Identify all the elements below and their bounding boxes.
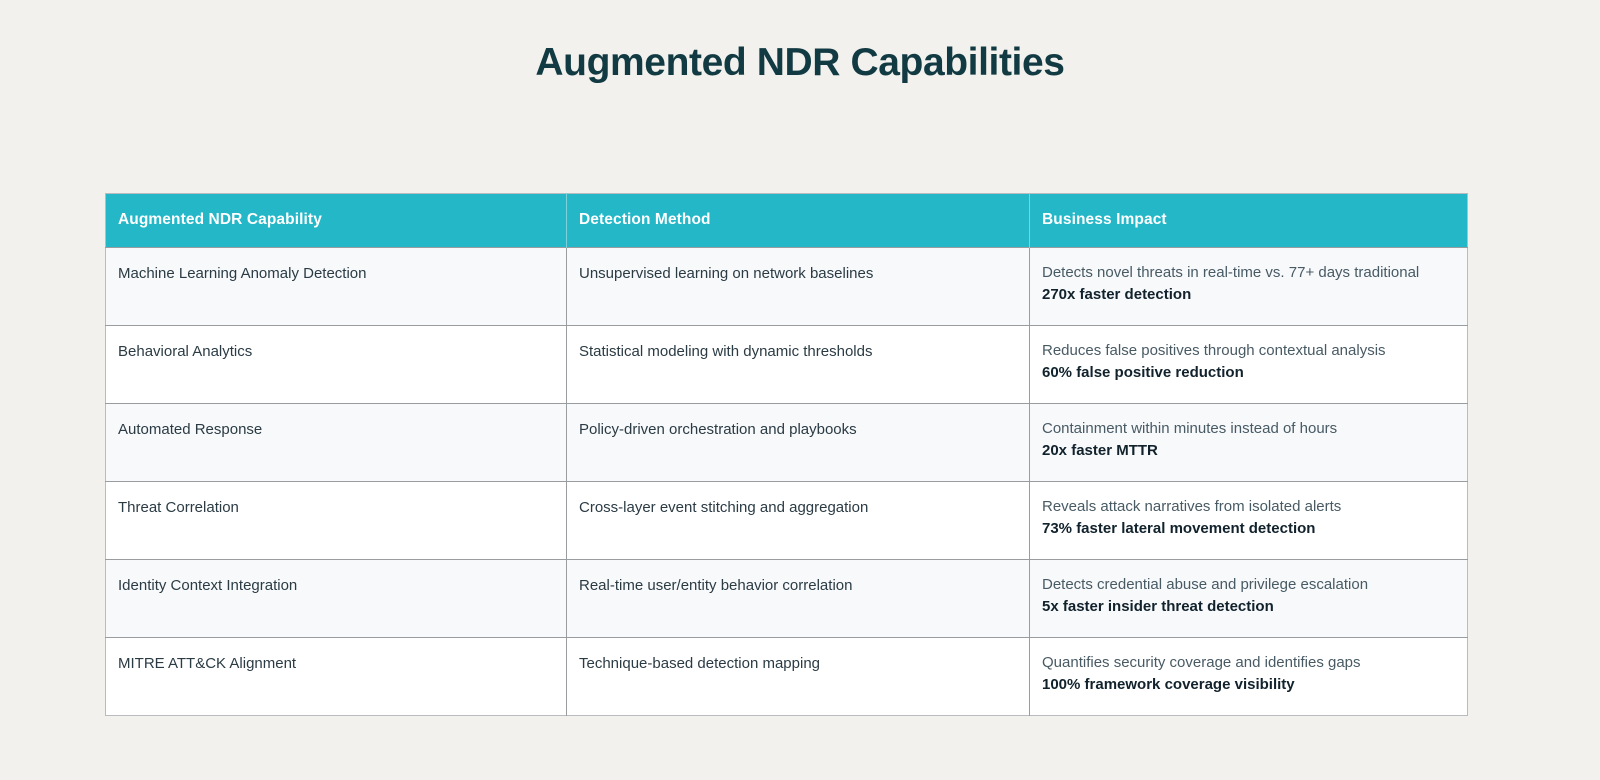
table-row: Identity Context Integration Real-time u… [105,559,1468,638]
impact-metric: 5x faster insider threat detection [1042,598,1274,616]
cell-capability: Identity Context Integration [105,559,567,638]
impact-description: Reduces false positives through contextu… [1042,342,1386,359]
impact-metric: 270x faster detection [1042,286,1192,304]
impact-metric: 73% faster lateral movement detection [1042,520,1316,538]
cell-detection-method: Statistical modeling with dynamic thresh… [566,325,1030,404]
cell-capability: MITRE ATT&CK Alignment [105,637,567,716]
cell-detection-method: Cross-layer event stitching and aggregat… [566,481,1030,560]
impact-description: Containment within minutes instead of ho… [1042,420,1338,437]
capabilities-table-container: Augmented NDR Capability Detection Metho… [105,193,1468,716]
cell-business-impact: Containment within minutes instead of ho… [1029,403,1468,482]
impact-description: Quantifies security coverage and identif… [1042,654,1361,671]
table-header: Augmented NDR Capability Detection Metho… [105,193,1468,248]
impact-metric: 60% false positive reduction [1042,364,1244,382]
cell-capability: Machine Learning Anomaly Detection [105,247,567,326]
table-row: Machine Learning Anomaly Detection Unsup… [105,247,1468,326]
page-title: Augmented NDR Capabilities [535,41,1065,84]
table-row: Automated Response Policy-driven orchest… [105,403,1468,482]
impact-description: Reveals attack narratives from isolated … [1042,498,1342,515]
impact-metric: 20x faster MTTR [1042,442,1158,460]
cell-business-impact: Detects credential abuse and privilege e… [1029,559,1468,638]
table-row: Threat Correlation Cross-layer event sti… [105,481,1468,560]
cell-business-impact: Reveals attack narratives from isolated … [1029,481,1468,560]
table-row: MITRE ATT&CK Alignment Technique-based d… [105,637,1468,716]
impact-description: Detects novel threats in real-time vs. 7… [1042,264,1420,281]
column-header-detection-method: Detection Method [566,193,1030,248]
impact-description: Detects credential abuse and privilege e… [1042,576,1369,593]
cell-business-impact: Reduces false positives through contextu… [1029,325,1468,404]
cell-detection-method: Technique-based detection mapping [566,637,1030,716]
impact-metric: 100% framework coverage visibility [1042,676,1295,694]
cell-capability: Behavioral Analytics [105,325,567,404]
cell-detection-method: Real-time user/entity behavior correlati… [566,559,1030,638]
column-header-capability: Augmented NDR Capability [105,193,567,248]
augmented-ndr-capabilities-table: Augmented NDR Capability Detection Metho… [105,193,1468,716]
column-header-business-impact: Business Impact [1029,193,1468,248]
table-body: Machine Learning Anomaly Detection Unsup… [105,247,1468,716]
cell-capability: Automated Response [105,403,567,482]
cell-capability: Threat Correlation [105,481,567,560]
table-row: Behavioral Analytics Statistical modelin… [105,325,1468,404]
cell-detection-method: Unsupervised learning on network baselin… [566,247,1030,326]
table-header-row: Augmented NDR Capability Detection Metho… [105,193,1468,248]
cell-detection-method: Policy-driven orchestration and playbook… [566,403,1030,482]
cell-business-impact: Quantifies security coverage and identif… [1029,637,1468,716]
cell-business-impact: Detects novel threats in real-time vs. 7… [1029,247,1468,326]
